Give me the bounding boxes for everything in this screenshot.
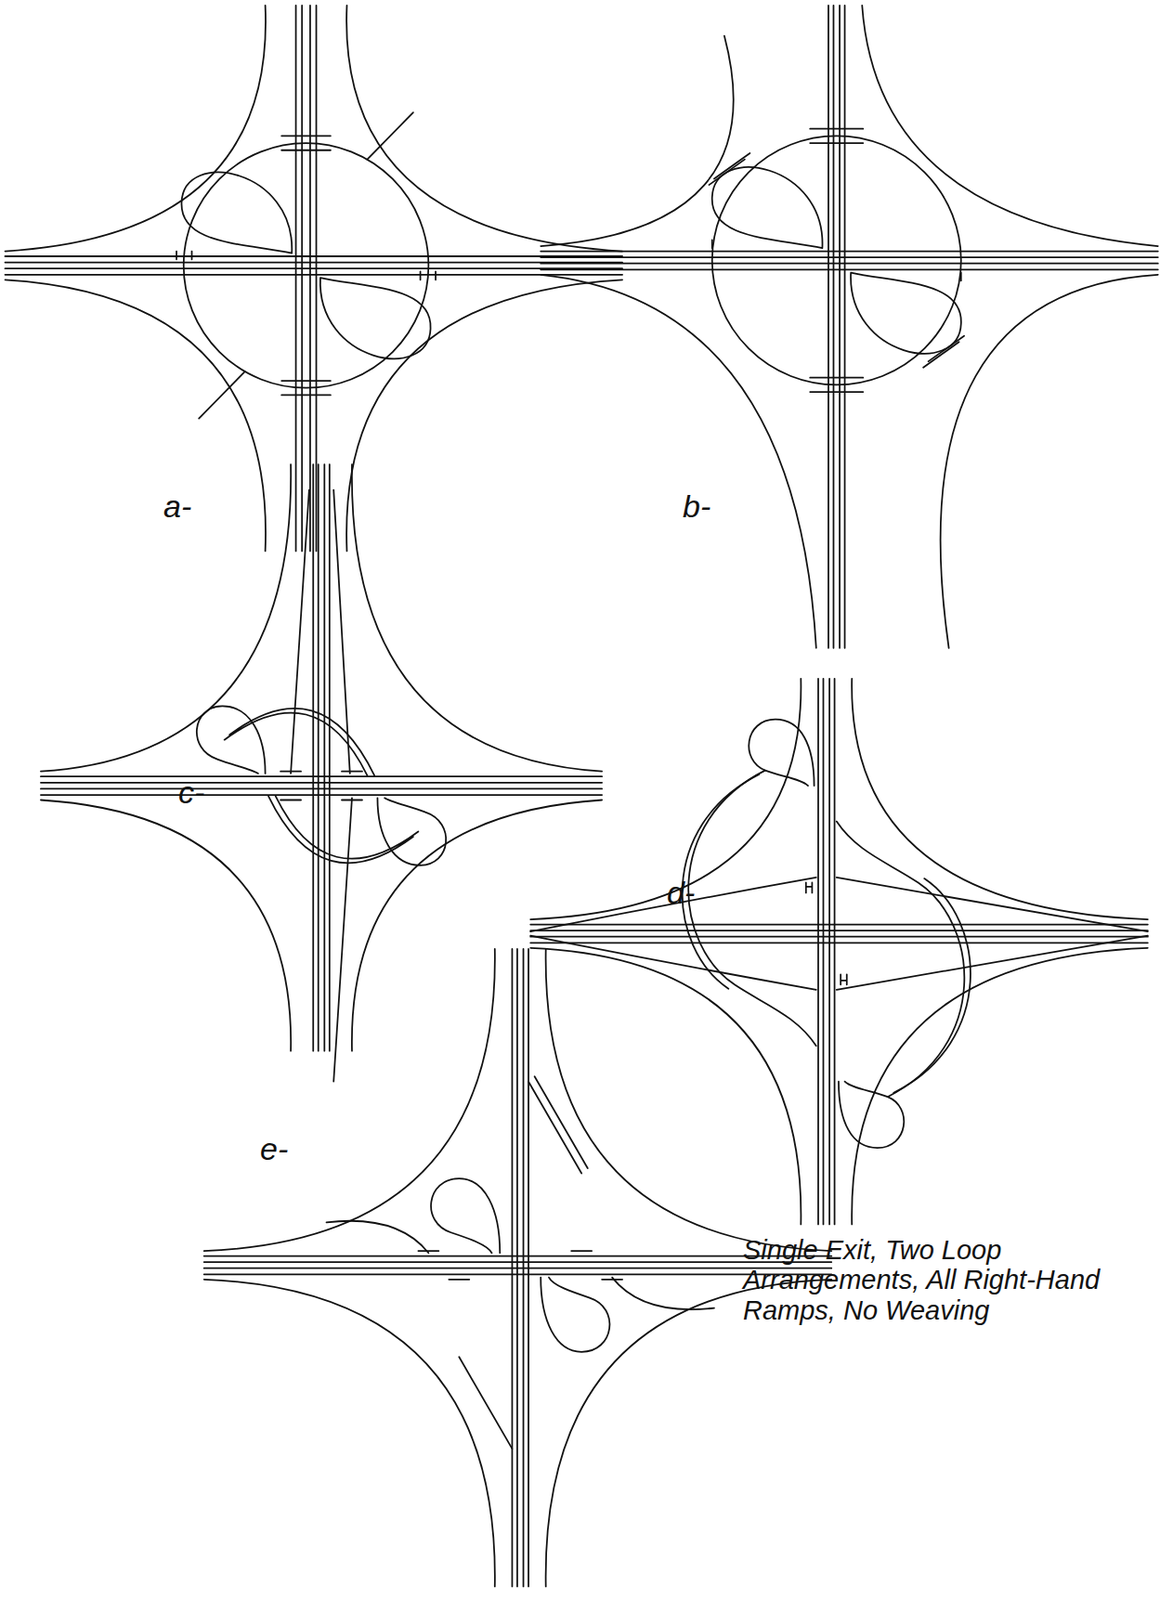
panel-letter: c- xyxy=(178,776,205,809)
panel-letter: e- xyxy=(260,1133,288,1165)
figure-caption: Single Exit, Two Loop Arrangements, All … xyxy=(742,1235,1106,1326)
panel-letter: d- xyxy=(666,876,695,909)
panel-letter: b- xyxy=(682,490,711,522)
interchange-b xyxy=(540,5,1159,649)
interchange-e xyxy=(204,949,833,1588)
panel-letter: a- xyxy=(163,490,192,522)
interchange-d xyxy=(530,678,1148,1226)
